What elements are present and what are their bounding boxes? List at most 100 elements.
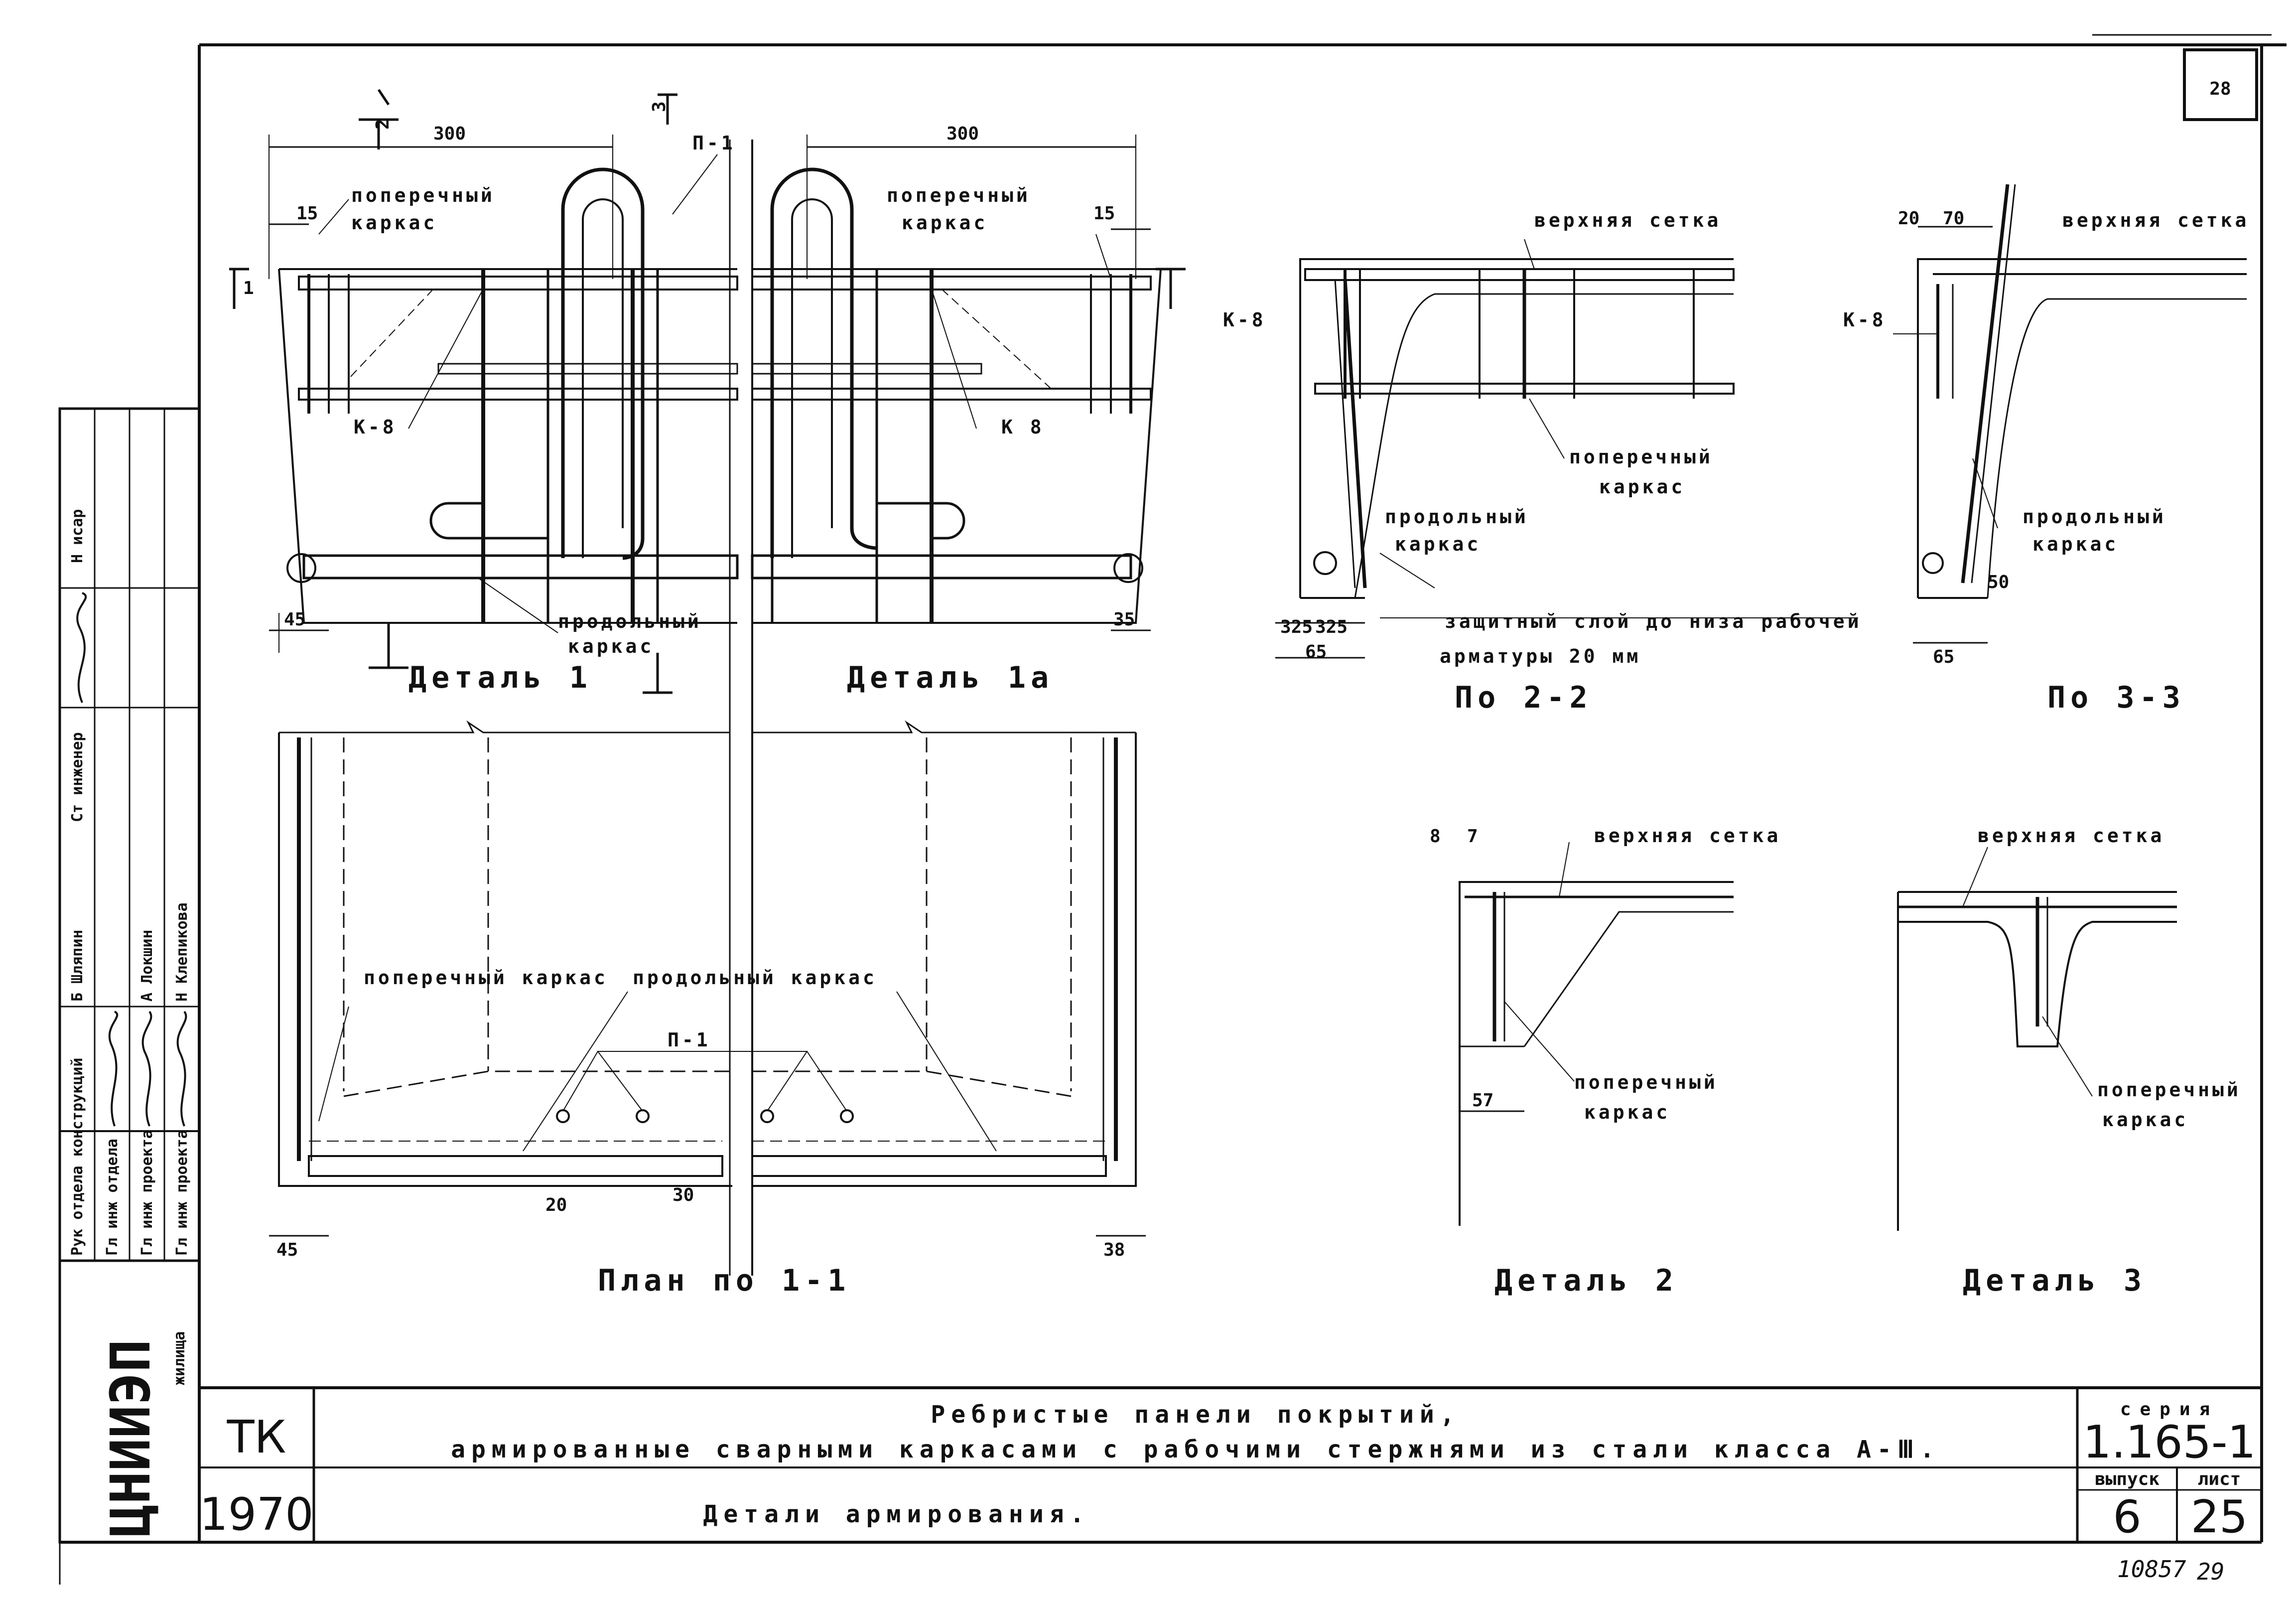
label-cross-frame-1: поперечный (351, 184, 495, 206)
dim-35-right: 35 (1113, 609, 1135, 630)
dim-325-b: 325 (1315, 617, 1348, 637)
dim-45-plan: 45 (276, 1240, 298, 1260)
label-cross-frame-1a-b: каркас (902, 212, 988, 234)
label-cover-layer-b: арматуры 20 мм (1440, 645, 1641, 667)
dim-50-33: 50 (1988, 572, 2009, 592)
label-top-mesh-22: верхняя сетка (1534, 209, 1721, 231)
dim-300-right: 300 (946, 124, 979, 144)
sheet-value: 25 (2191, 1491, 2248, 1543)
stamp-name-3: Н Клепикова (173, 902, 191, 1002)
section-mark-1: 1 (243, 278, 254, 298)
dim-8-d2: 8 (1430, 826, 1441, 847)
detail-1-view: 300 15 45 поперечный каркас К-8 продольн… (229, 89, 739, 695)
label-k8-22: К-8 (1223, 309, 1266, 331)
dim-38-plan: 38 (1103, 1240, 1125, 1260)
label-cover-layer: защитный слой до низа рабочей (1445, 610, 1862, 632)
dim-20-33: 20 (1898, 208, 1919, 229)
label-long-33: продольный (2023, 506, 2166, 528)
dim-65-33: 65 (1933, 647, 1954, 667)
stamp-role-3: Гл инж проекта (138, 1130, 156, 1256)
label-plan-cross: поперечный каркас (364, 967, 608, 989)
signature-scribble (108, 1011, 119, 1127)
stamp-name-1: Б Шляпин (69, 930, 86, 1002)
label-plan-p1: П-1 (668, 1029, 711, 1051)
title-line-2: армированные сварными каркасами с рабочи… (451, 1436, 1940, 1463)
label-cross-d3: поперечный (2097, 1079, 2241, 1101)
label-long-frame-1b: каркас (568, 635, 654, 657)
dim-45-left: 45 (284, 609, 305, 630)
sheet-number: 28 (2209, 79, 2231, 99)
label-k8-33: К-8 (1843, 309, 1887, 331)
label-plan-long: продольный каркас (633, 967, 877, 989)
title-code: ТК (227, 1411, 286, 1463)
label-top-mesh-d3: верхняя сетка (1978, 825, 2164, 847)
label-long-frame-1: продольный (558, 610, 702, 632)
caption-detail-2: Деталь 2 (1494, 1263, 1678, 1298)
dim-70-33: 70 (1943, 208, 1964, 229)
label-top-mesh-d2: верхняя сетка (1594, 825, 1781, 847)
issue-label: выпуск (2095, 1469, 2160, 1489)
dim-30-plan: 30 (673, 1185, 694, 1205)
dim-7-d2: 7 (1467, 826, 1478, 847)
detail-3-view: верхняя сетка поперечный каркас Деталь 3 (1897, 825, 2241, 1298)
label-k8-right: К 8 (1001, 416, 1045, 438)
series-value: 1.165-1 (2083, 1416, 2256, 1468)
label-p1: П-1 (692, 132, 736, 154)
caption-plan-1-1: План по 1-1 (598, 1263, 850, 1298)
section-2-2-view: верхняя сетка К-8 поперечный каркас прод… (1223, 209, 1862, 715)
stamp-engineer: Ст инженер (69, 732, 86, 822)
detail-2-view: верхняя сетка поперечный каркас 8 7 57 Д… (1430, 825, 1781, 1298)
title-block: ТК 1970 Ребристые панели покрытий, армир… (199, 1386, 2262, 1543)
org-suffix: жилища (171, 1331, 188, 1385)
dim-15-right: 15 (1093, 203, 1115, 224)
dim-57-d2: 57 (1472, 1090, 1493, 1111)
stamp-role-4: Гл инж проекта (173, 1130, 191, 1256)
stamp-column-header: Н исар (69, 509, 86, 563)
dim-65-22: 65 (1305, 642, 1327, 662)
label-long-22: продольный (1385, 506, 1529, 528)
signature-scribble (76, 592, 87, 703)
label-top-mesh-33: верхняя сетка (2062, 209, 2249, 231)
title-line-1: Ребристые панели покрытий, (931, 1401, 1460, 1429)
title-subtitle: Детали армирования. (703, 1500, 1090, 1528)
dim-325-a: 325 (1280, 617, 1313, 637)
label-k8-left: К-8 (354, 416, 397, 438)
signature-scribble (176, 1011, 187, 1127)
dim-15-left: 15 (296, 203, 318, 224)
caption-detail-1: Деталь 1 (408, 660, 592, 695)
signature-scribble (141, 1011, 152, 1127)
label-cross-frame-1a: поперечный (887, 184, 1031, 206)
section-mark-2: 2 (373, 119, 393, 130)
caption-detail-3: Деталь 3 (1963, 1263, 2147, 1298)
footer-page-number: 29 (2197, 1558, 2224, 1585)
label-long-33b: каркас (2032, 533, 2119, 555)
label-cross-d2b: каркас (1584, 1101, 1670, 1123)
org-name: ЦНИИЭП (99, 1339, 162, 1537)
dim-20-plan: 20 (545, 1195, 567, 1215)
plan-1-1-view: поперечный каркас продольный каркас П-1 … (269, 720, 1146, 1298)
title-year: 1970 (199, 1488, 313, 1541)
section-mark-3: 3 (649, 101, 670, 112)
sheet-label: лист (2198, 1469, 2241, 1489)
caption-section-3-3: По 3-3 (2047, 680, 2185, 715)
issue-value: 6 (2113, 1491, 2141, 1543)
stamp-role-2: Гл инж отдела (104, 1139, 121, 1256)
sheet-number-box: 28 (2183, 48, 2258, 121)
label-cross-d2: поперечный (1574, 1071, 1718, 1093)
dim-300-left: 300 (433, 124, 466, 144)
caption-section-2-2: По 2-2 (1455, 680, 1593, 715)
label-cross-22: поперечный (1569, 446, 1713, 468)
signature-stamp: Рук отдела конструкций Гл инж отдела Гл … (58, 407, 201, 1544)
stamp-role-1: Рук отдела конструкций (69, 1058, 86, 1256)
label-long-22b: каркас (1395, 533, 1481, 555)
label-cross-frame-1b: каркас (351, 212, 437, 234)
label-cross-d3b: каркас (2102, 1109, 2188, 1131)
archive-number: 10857 (2117, 1556, 2186, 1583)
label-cross-22b: каркас (1599, 476, 1685, 498)
caption-detail-1a: Деталь 1а (847, 660, 1054, 695)
detail-1a-view: 300 15 35 поперечный каркас К 8 Деталь 1… (751, 124, 1186, 695)
section-3-3-view: верхняя сетка К-8 продольный каркас 20 7… (1843, 184, 2249, 715)
series-label: серия (2120, 1399, 2219, 1420)
